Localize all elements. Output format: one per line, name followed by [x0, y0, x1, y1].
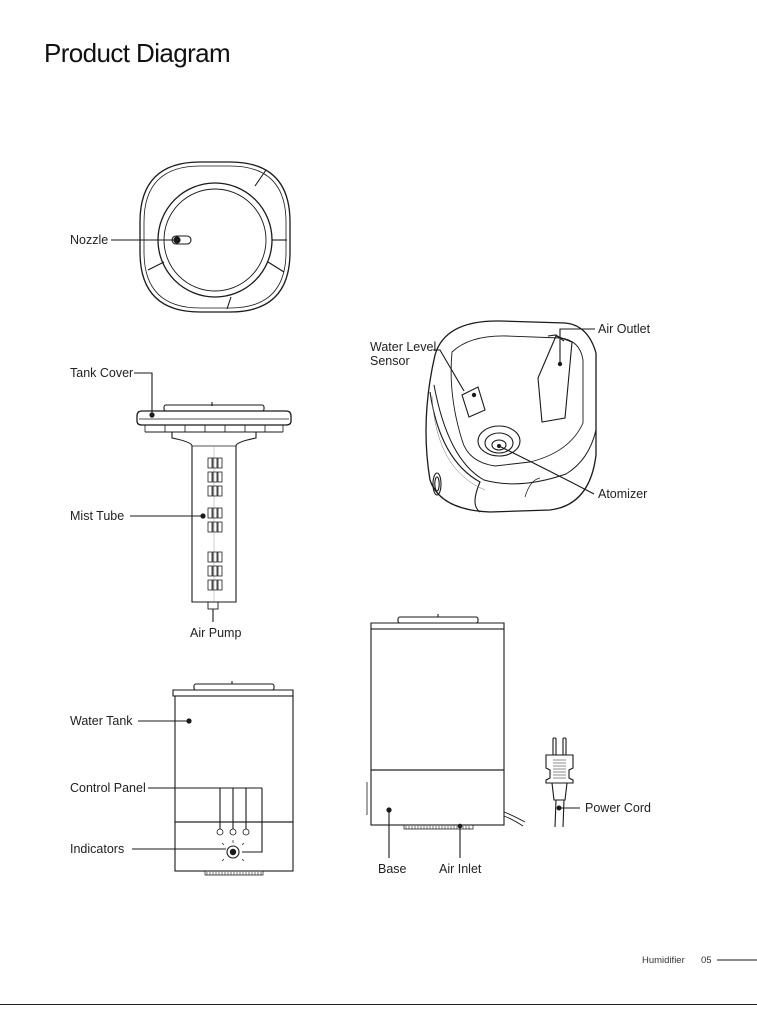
tank-cover-label: Tank Cover	[70, 367, 133, 380]
indicator-light-icon	[230, 829, 236, 835]
bottom-rule	[0, 1004, 757, 1005]
top-view-illustration	[111, 162, 290, 312]
water-level-sensor-label: Water Level Sensor	[370, 340, 450, 368]
air-pump-label: Air Pump	[190, 627, 241, 640]
water-tank-label: Water Tank	[70, 715, 133, 728]
footer-page-number: 05	[701, 955, 712, 966]
nozzle-marker-icon	[173, 236, 180, 243]
indicators-label: Indicators	[70, 843, 124, 856]
mist-tube-label: Mist Tube	[70, 510, 124, 523]
base-view-illustration	[367, 614, 525, 858]
air-outlet-label: Air Outlet	[598, 323, 650, 336]
atomizer-label: Atomizer	[598, 488, 647, 501]
front-view-illustration	[132, 681, 293, 875]
control-knob-icon	[230, 849, 236, 855]
air-inlet-label: Air Inlet	[439, 863, 481, 876]
power-plug-illustration	[546, 738, 580, 827]
tank-cover-mist-tube-illustration	[130, 373, 291, 622]
indicator-light-icon	[217, 829, 223, 835]
indicator-light-icon	[243, 829, 249, 835]
footer-product-name: Humidifier	[642, 955, 685, 966]
nozzle-label: Nozzle	[70, 234, 108, 247]
power-cord-label: Power Cord	[585, 802, 651, 815]
control-panel-label: Control Panel	[70, 782, 146, 795]
interior-view-illustration	[426, 321, 596, 512]
base-label: Base	[378, 863, 407, 876]
